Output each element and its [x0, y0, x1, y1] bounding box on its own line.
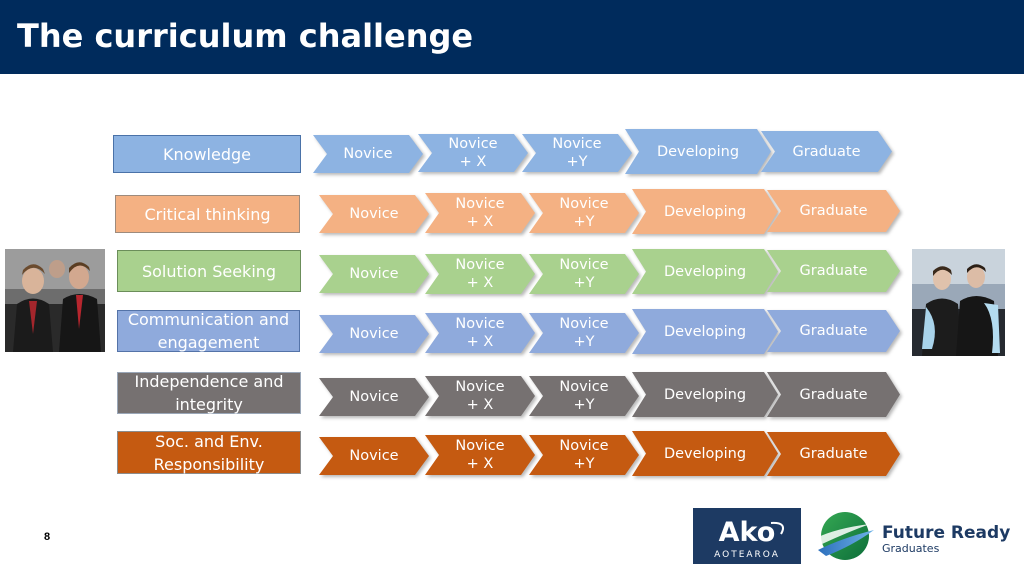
- stage-chevron: Novice: [319, 315, 429, 353]
- stage-label: Novice +Y: [559, 316, 609, 350]
- stage-chevron: Novice + X: [425, 313, 535, 353]
- stage-label: Novice: [343, 146, 393, 162]
- stage-chevron: Developing: [632, 431, 778, 476]
- title-bar: The curriculum challenge: [0, 0, 1024, 74]
- stage-label: Graduate: [799, 203, 868, 219]
- stage-label: Novice + X: [448, 136, 498, 170]
- ako-logo-text: Ako: [719, 517, 776, 548]
- stage-chevron: Graduate: [767, 190, 900, 232]
- stage-chevron: Developing: [632, 372, 778, 417]
- stage-chevron: Novice: [313, 135, 423, 173]
- stage-label: Developing: [663, 386, 747, 403]
- stage-label: Novice + X: [455, 379, 505, 413]
- stage-label: Graduate: [792, 143, 861, 160]
- stage-label: Graduate: [799, 386, 868, 403]
- students-photo: [5, 249, 105, 352]
- stage-chevron: Novice +Y: [529, 254, 639, 294]
- row-label: Soc. and Env. Responsibility: [117, 431, 301, 474]
- stage-chevron: Novice: [319, 378, 429, 416]
- stage-chevron: Novice: [319, 255, 429, 293]
- stage-label: Novice: [349, 266, 399, 282]
- stage-chevron: Novice +Y: [529, 376, 639, 416]
- stage-label: Developing: [656, 143, 740, 160]
- stage-label: Novice + X: [455, 257, 505, 291]
- stage-label: Novice: [349, 206, 399, 222]
- fr-logo-subtitle: Graduates: [882, 542, 940, 555]
- stage-label: Graduate: [799, 263, 868, 279]
- stage-label: Novice + X: [455, 196, 505, 230]
- stage-chevron: Graduate: [767, 310, 900, 352]
- stage-chevron: Novice +Y: [529, 435, 639, 475]
- stage-chevron: Novice + X: [425, 193, 535, 233]
- ako-logo-subtext: AOTEAROA: [714, 550, 780, 560]
- stage-chevron: Novice + X: [425, 254, 535, 294]
- stage-label: Graduate: [799, 446, 868, 462]
- future-ready-logo: Future Ready Graduates: [812, 508, 1012, 566]
- stage-label: Novice +Y: [559, 438, 609, 472]
- stage-chevron: Novice: [319, 195, 429, 233]
- stage-label: Novice + X: [455, 316, 505, 350]
- stage-chevron: Novice + X: [425, 435, 535, 475]
- row-label: Communication and engagement: [117, 310, 300, 352]
- stage-chevron: Developing: [632, 249, 778, 294]
- row-label: Solution Seeking: [117, 250, 301, 292]
- stage-chevron: Graduate: [767, 372, 900, 417]
- stage-chevron: Graduate: [761, 131, 892, 172]
- stage-label: Graduate: [799, 323, 868, 339]
- stage-chevron: Graduate: [767, 250, 900, 292]
- ako-aotearoa-logo: Ako AOTEAROA: [693, 508, 801, 564]
- stage-chevron: Developing: [625, 129, 771, 174]
- stage-chevron: Novice +Y: [522, 134, 632, 172]
- stage-label: Novice: [349, 389, 399, 405]
- stage-label: Novice +Y: [559, 196, 609, 230]
- page-number: 8: [44, 531, 51, 543]
- graduates-photo: [912, 249, 1005, 356]
- row-label: Independence and integrity: [117, 372, 301, 414]
- slide-title: The curriculum challenge: [17, 17, 474, 55]
- stage-label: Novice: [349, 448, 399, 464]
- stage-chevron: Novice: [319, 437, 429, 475]
- stage-label: Novice: [349, 326, 399, 342]
- stage-chevron: Novice + X: [425, 376, 535, 416]
- stage-label: Developing: [663, 263, 747, 280]
- row-label: Knowledge: [113, 135, 301, 173]
- stage-chevron: Graduate: [767, 432, 900, 476]
- stage-label: Novice +Y: [559, 379, 609, 413]
- stage-chevron: Developing: [632, 309, 778, 354]
- row-label: Critical thinking: [115, 195, 300, 233]
- stage-chevron: Novice +Y: [529, 313, 639, 353]
- stage-label: Novice + X: [455, 438, 505, 472]
- stage-label: Developing: [663, 203, 747, 220]
- fr-logo-title: Future Ready: [882, 523, 1010, 543]
- stage-label: Developing: [663, 323, 747, 340]
- stage-chevron: Novice + X: [418, 134, 528, 172]
- stage-label: Novice +Y: [559, 257, 609, 291]
- stage-chevron: Developing: [632, 189, 778, 234]
- stage-label: Developing: [663, 445, 747, 462]
- stage-chevron: Novice +Y: [529, 193, 639, 233]
- stage-label: Novice +Y: [552, 136, 602, 170]
